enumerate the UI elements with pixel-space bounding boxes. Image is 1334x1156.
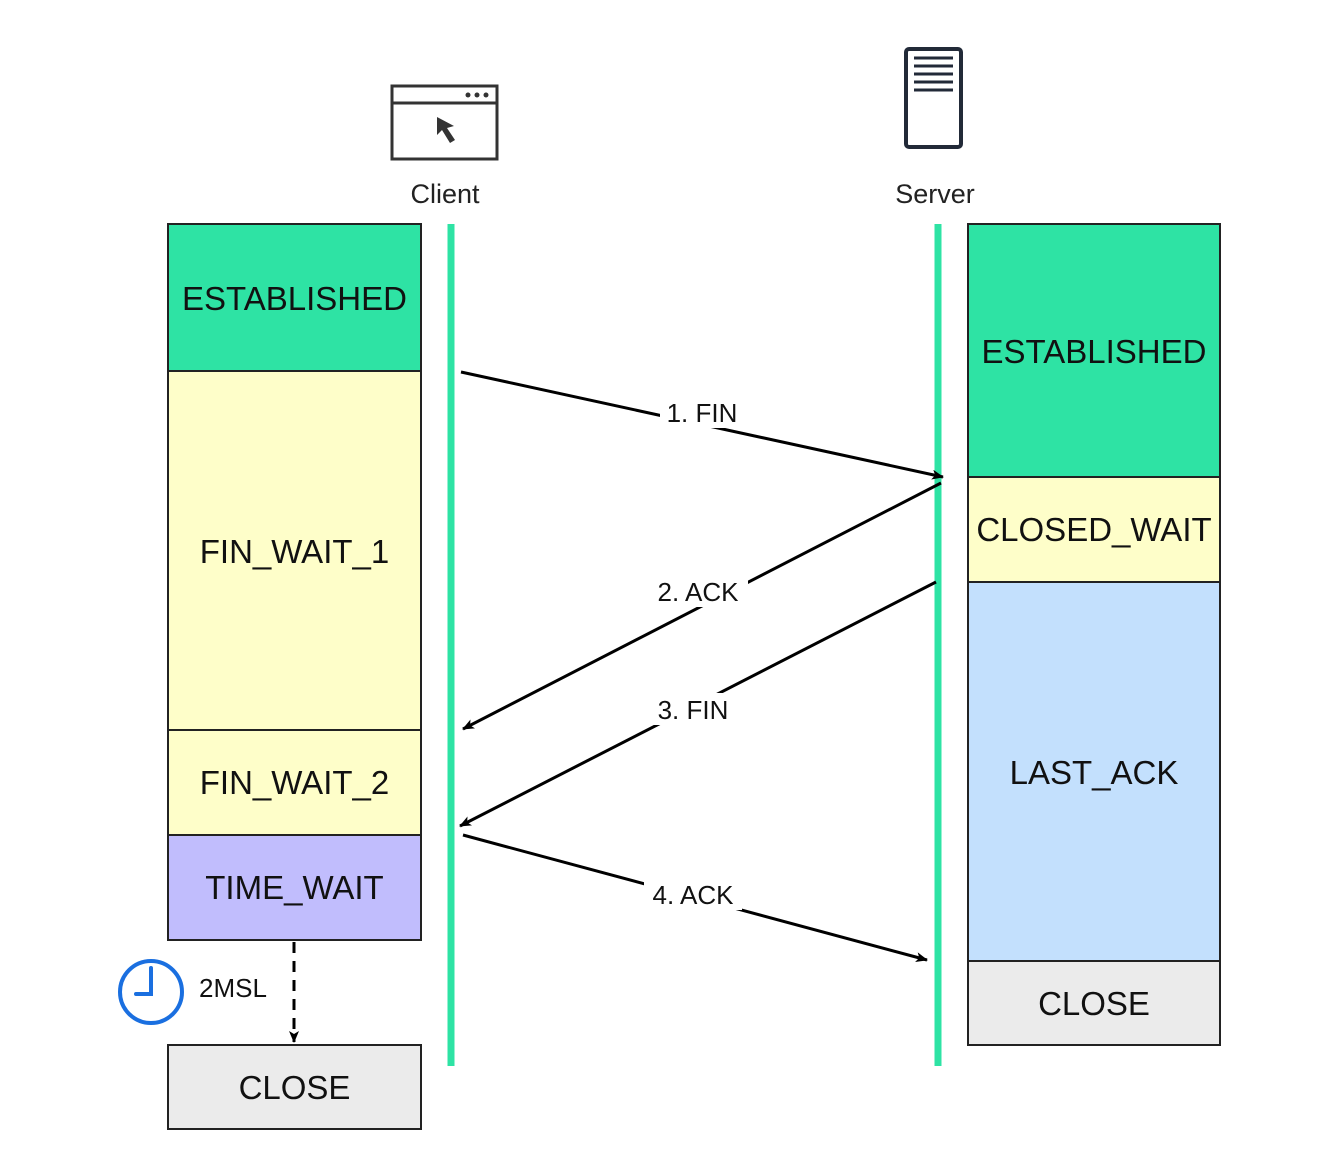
svg-text:LAST_ACK: LAST_ACK [1010,754,1179,791]
client-state-fin-wait-1: FIN_WAIT_1 [167,370,422,731]
clock-icon [118,959,184,1025]
server-state-closed-wait: CLOSED_WAIT [967,476,1221,583]
server-state-last-ack: LAST_ACK [967,581,1221,962]
client-state-close: CLOSE [167,1044,422,1130]
client-state-established: ESTABLISHED [167,223,422,372]
client-state-fin-wait-2: FIN_WAIT_2 [167,729,422,836]
message-4-ack: 4. ACK [462,833,928,962]
svg-text:TIME_WAIT: TIME_WAIT [205,869,383,906]
browser-window-icon [390,84,499,161]
svg-text:CLOSE: CLOSE [239,1069,351,1106]
client-label: Client [410,179,480,209]
client-state-time-wait: TIME_WAIT [167,834,422,941]
server-state-established: ESTABLISHED [967,223,1221,478]
server-label: Server [895,179,975,209]
svg-text:FIN_WAIT_1: FIN_WAIT_1 [200,533,389,570]
svg-text:4. ACK: 4. ACK [653,880,735,910]
message-2-ack: 2. ACK [462,481,942,731]
message-3-fin: 3. FIN [459,580,937,828]
svg-text:3. FIN: 3. FIN [658,695,729,725]
timer-label: 2MSL [199,973,267,1003]
svg-text:ESTABLISHED: ESTABLISHED [982,333,1207,370]
svg-text:1. FIN: 1. FIN [667,398,738,428]
server-icon [904,47,963,149]
svg-text:CLOSE: CLOSE [1038,985,1150,1022]
svg-text:CLOSED_WAIT: CLOSED_WAIT [976,511,1211,548]
server-state-close: CLOSE [967,960,1221,1046]
svg-text:2. ACK: 2. ACK [658,577,740,607]
svg-text:ESTABLISHED: ESTABLISHED [182,280,407,317]
message-1-fin: 1. FIN [460,370,944,480]
svg-text:FIN_WAIT_2: FIN_WAIT_2 [200,764,389,801]
